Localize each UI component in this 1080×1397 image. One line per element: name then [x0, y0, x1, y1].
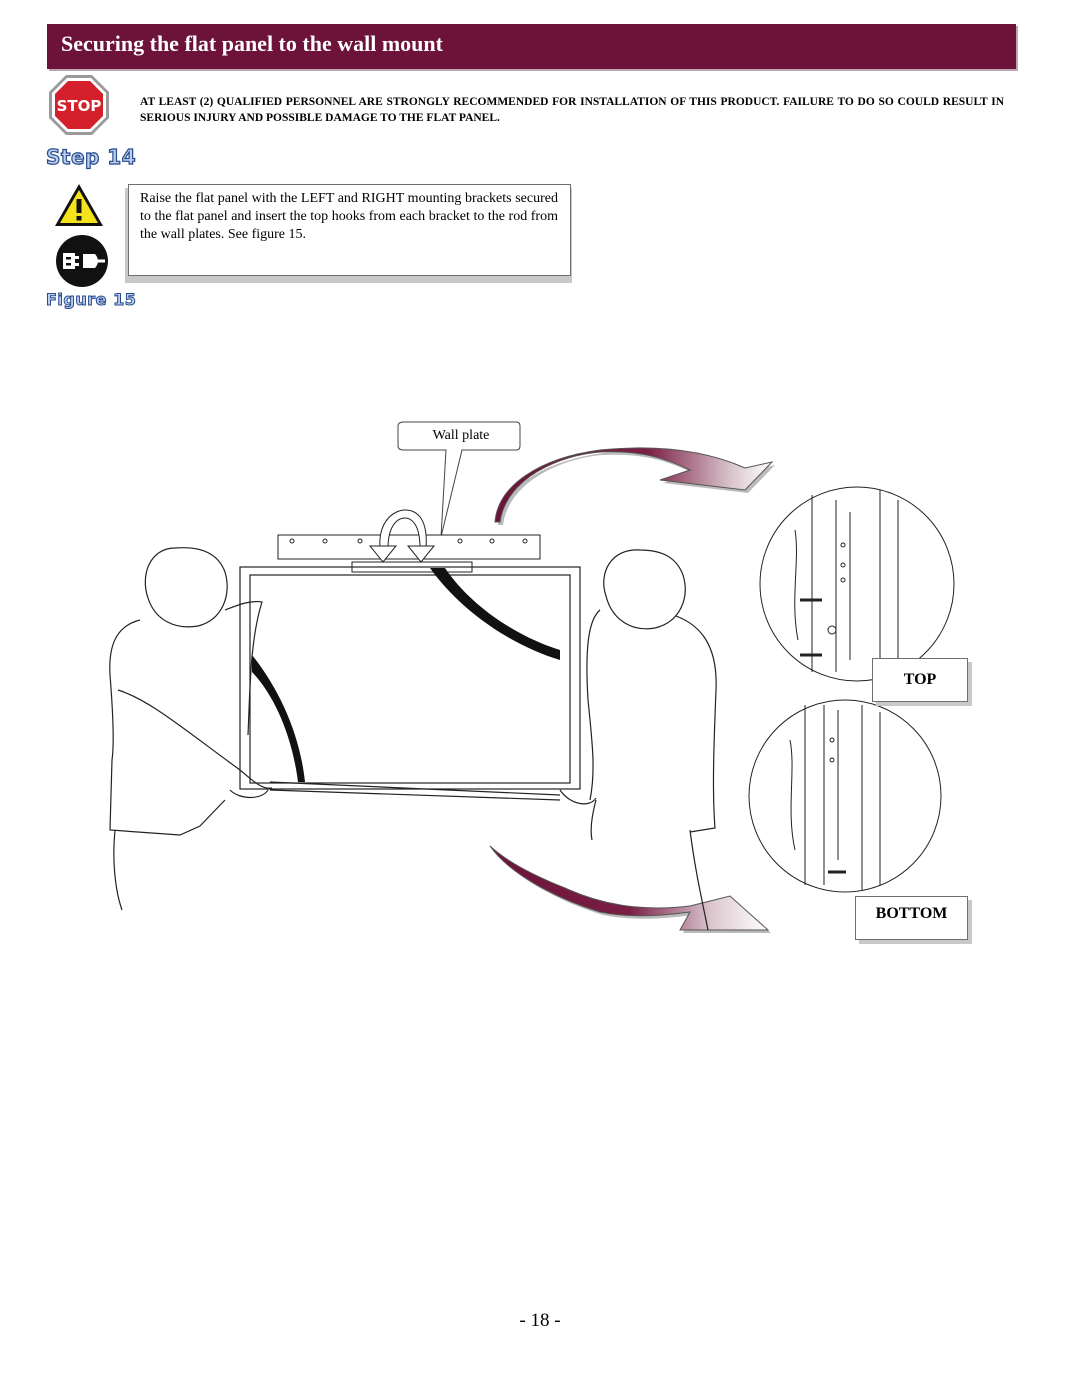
page-number: - 18 -: [519, 1310, 561, 1331]
left-person-figure: [109, 547, 273, 911]
unplug-icon: [56, 235, 108, 287]
top-label-box: TOP: [872, 658, 968, 702]
section-header-bar: Securing the flat panel to the wall moun…: [47, 24, 1016, 69]
step-heading: Step 14: [45, 144, 137, 169]
warning-text: AT LEAST (2) QUALIFIED PERSONNEL ARE STR…: [140, 96, 1004, 124]
bottom-detail-view: [748, 699, 942, 893]
flat-panel: [239, 566, 581, 801]
wall-plate-label: Wall plate: [432, 428, 490, 443]
panel-screen-reflections: [252, 568, 560, 782]
top-detail-view: [759, 486, 955, 682]
bottom-label-box: BOTTOM: [855, 896, 968, 940]
caution-icon: [55, 184, 103, 226]
bottom-curved-arrow: [489, 845, 771, 933]
wall-plate-callout: [397, 421, 521, 538]
section-title: Securing the flat panel to the wall moun…: [61, 31, 443, 56]
instruction-text: Raise the flat panel with the LEFT and R…: [140, 191, 558, 242]
top-curved-arrow: [494, 447, 775, 525]
right-person-figure: [559, 549, 717, 931]
instruction-box: Raise the flat panel with the LEFT and R…: [128, 184, 571, 276]
figure-heading: Figure 15: [45, 290, 137, 310]
stop-sign-label: STOP: [57, 97, 102, 115]
stop-sign-icon: STOP: [49, 75, 109, 135]
hook-insert-arrows: [368, 509, 436, 563]
